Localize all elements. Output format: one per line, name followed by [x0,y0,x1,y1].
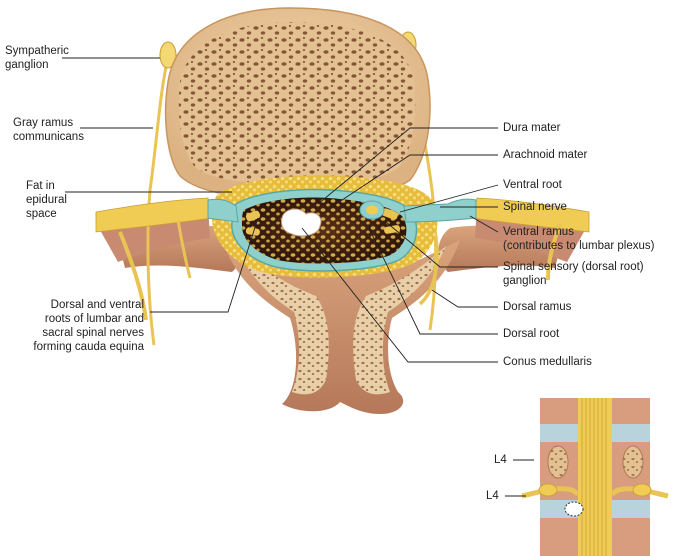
label-spinal-sensory-ganglion: Spinal sensory (dorsal root) ganglion [503,261,644,287]
label-inset-l4-upper: L4 [494,454,507,466]
left-sympathetic-ganglion [159,41,177,69]
label-fat-epidural-space: Fat in epidural space [26,180,67,220]
leader-lines [62,57,499,363]
label-spinal-nerve: Spinal nerve [503,201,567,213]
label-arachnoid-mater: Arachnoid mater [503,149,588,161]
label-cauda-equina: Dorsal and ventral roots of lumbar and s… [33,299,144,353]
label-conus-medullaris: Conus medullaris [503,356,592,368]
inset-lumbar-column [505,398,669,556]
label-ventral-root: Ventral root [503,179,562,191]
label-gray-ramus-communicans: Gray ramus communicans [13,117,84,143]
vertebral-arch [120,225,560,414]
conus-medullaris [281,208,322,237]
spinal-canal [207,175,477,278]
label-dura-mater: Dura mater [503,122,561,134]
vertebral-body [164,7,431,198]
label-dorsal-ramus: Dorsal ramus [503,301,572,313]
label-inset-l4-lower: L4 [486,490,499,502]
right-dorsal-ramus [418,231,439,306]
label-sympathetic-ganglion: Sympatheric ganglion [5,45,69,71]
label-ventral-ramus: Ventral ramus (contributes to lumbar ple… [503,226,655,252]
label-dorsal-root: Dorsal root [503,328,560,340]
